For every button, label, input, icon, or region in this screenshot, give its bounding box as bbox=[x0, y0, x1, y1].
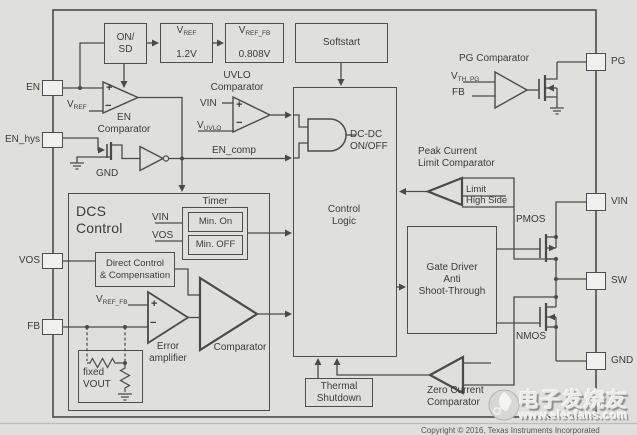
error-amp-minus-sign: − bbox=[150, 317, 157, 329]
inverter-triangle bbox=[139, 145, 165, 172]
softstart-label: Softstart bbox=[322, 37, 361, 48]
en-hys-gnd-label: GND bbox=[96, 168, 119, 179]
pg-fb-label: FB bbox=[452, 87, 465, 98]
vref-block: VREF 1.2V bbox=[160, 23, 213, 63]
vref-fb-label: VREF_FB bbox=[238, 24, 271, 37]
vref-value: 1.2V bbox=[176, 49, 197, 61]
pmos-label: PMOS bbox=[516, 214, 546, 225]
control-logic-block bbox=[293, 87, 397, 357]
min-off-block: Min. OFF bbox=[188, 235, 243, 255]
timer-block bbox=[182, 207, 248, 260]
pin-en-hys-label: EN_hys bbox=[4, 134, 40, 145]
pin-en-label: EN bbox=[26, 82, 40, 93]
pg-comparator-triangle bbox=[494, 70, 529, 110]
junction-dots bbox=[78, 86, 558, 365]
pin-vos bbox=[42, 253, 63, 269]
zero-current-comparator-triangle bbox=[427, 355, 465, 395]
pin-fb bbox=[42, 319, 63, 335]
timer-vos-label: VOS bbox=[152, 230, 174, 241]
dcs-control-block bbox=[68, 193, 270, 411]
direct-control-block: Direct Control & Compensation bbox=[95, 252, 175, 287]
thermal-shutdown-block: Thermal Shutdown bbox=[305, 378, 373, 407]
outer-border bbox=[52, 9, 597, 418]
uvlo-comparator-label: UVLO Comparator bbox=[210, 70, 264, 93]
en-comp-vref-label: VREF bbox=[67, 99, 87, 111]
pin-sw bbox=[586, 272, 606, 290]
triangles bbox=[102, 70, 529, 395]
error-amp-vreffb-label: VREF_FB bbox=[96, 294, 128, 306]
en-hys-mosfet bbox=[106, 142, 113, 160]
direct-control-label: Direct Control & Compensation bbox=[99, 258, 171, 281]
error-amp-plus-sign: + bbox=[151, 298, 158, 310]
pg-vthpg-label: VTH_PG bbox=[451, 71, 480, 83]
limit-label: Limit bbox=[466, 184, 487, 195]
comparator-label: Comparator bbox=[213, 342, 267, 353]
thermal-shutdown-label: Thermal Shutdown bbox=[316, 380, 362, 404]
arrowheads bbox=[98, 39, 406, 365]
peak-limit-comparator-triangle bbox=[425, 176, 464, 207]
nmos-mosfet bbox=[539, 303, 556, 331]
dcs-comparator-triangle bbox=[198, 276, 260, 352]
copyright-text: Copyright © 2016, Texas Instruments Inco… bbox=[421, 426, 600, 435]
wires bbox=[63, 42, 586, 386]
error-amplifier-triangle bbox=[147, 290, 190, 345]
pin-fb-label: FB bbox=[27, 321, 40, 332]
pin-pg bbox=[586, 53, 606, 71]
pin-vos-label: VOS bbox=[18, 255, 40, 266]
control-logic-label: Control Logic bbox=[327, 204, 361, 227]
peak-limit-label: Peak Current Limit Comparator bbox=[418, 146, 495, 169]
nmos-label: NMOS bbox=[516, 331, 546, 342]
pmos-mosfet bbox=[539, 234, 556, 262]
pin-gnd-label: GND bbox=[611, 355, 634, 366]
en-comp-signal-label: EN_comp bbox=[212, 145, 256, 156]
error-amplifier-label: Error amplifier bbox=[149, 341, 187, 364]
resistor-divider bbox=[87, 357, 132, 401]
pin-sw-label: SW bbox=[611, 275, 628, 286]
gate-driver-label: Gate Driver Anti Shoot-Through bbox=[418, 262, 486, 297]
min-on-label: Min. On bbox=[198, 216, 233, 228]
elecfans-logo-icon bbox=[488, 389, 520, 421]
inverter-bubble bbox=[162, 155, 170, 162]
en-comparator-label: EN Comparator bbox=[97, 112, 151, 135]
pin-gnd bbox=[586, 352, 606, 370]
uvlo-minus-sign: − bbox=[236, 117, 243, 129]
en-comparator-triangle bbox=[102, 80, 140, 115]
dcs-control-label: DCS Control bbox=[76, 203, 123, 236]
elecfans-watermark-url: www.elecfans.com bbox=[519, 410, 628, 422]
timer-label: Timer bbox=[202, 196, 228, 207]
pg-comparator-label: PG Comparator bbox=[459, 53, 530, 64]
timer-vin-label: VIN bbox=[152, 212, 169, 223]
pin-en bbox=[42, 80, 63, 96]
on-sd-label: ON/ SD bbox=[116, 31, 135, 55]
uvlo-comparator-triangle bbox=[232, 95, 272, 134]
softstart-block: Softstart bbox=[295, 23, 388, 63]
and-gate bbox=[307, 118, 347, 152]
en-comp-plus-sign: + bbox=[106, 82, 113, 94]
pin-pg-label: PG bbox=[611, 56, 626, 67]
min-off-label: Min. OFF bbox=[195, 239, 236, 251]
ground-symbols bbox=[70, 107, 564, 170]
pin-vin bbox=[586, 193, 606, 211]
uvlo-vin-label: VIN bbox=[200, 98, 217, 109]
high-side-label: High Side bbox=[466, 195, 508, 206]
on-sd-block: ON/ SD bbox=[104, 23, 147, 64]
zero-current-label: Zero Current Comparator bbox=[427, 385, 484, 408]
min-on-block: Min. On bbox=[188, 212, 243, 232]
pg-mosfet bbox=[538, 62, 558, 108]
uvlo-plus-sign: + bbox=[236, 99, 243, 111]
pin-en-hys bbox=[42, 132, 63, 148]
fixed-vout-label: fixed VOUT bbox=[83, 367, 111, 390]
vref-fb-block: VREF_FB 0.808V bbox=[225, 23, 284, 63]
fixed-vout-block bbox=[78, 350, 143, 403]
gate-driver-block: Gate Driver Anti Shoot-Through bbox=[407, 226, 497, 334]
pin-vin-label: VIN bbox=[611, 196, 628, 207]
vref-label: VREF bbox=[176, 24, 197, 37]
dcdc-onoff-label: DC-DC ON/OFF bbox=[350, 129, 388, 152]
uvlo-vuvlo-label: VUVLO bbox=[197, 120, 222, 132]
dashed-feedback-wires bbox=[86, 327, 126, 361]
en-comp-minus-sign: − bbox=[105, 100, 112, 112]
vref-fb-value: 0.808V bbox=[238, 49, 271, 61]
